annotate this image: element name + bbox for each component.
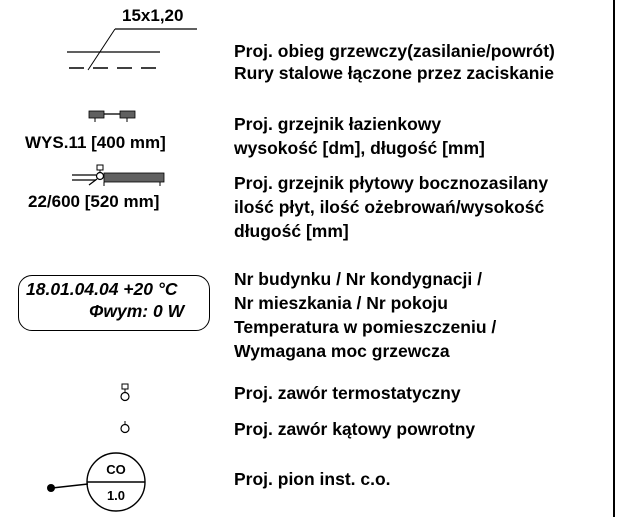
room-tag-description-line4: Wymagana moc grzewcza	[234, 341, 450, 361]
room-tag-description-line3: Temperatura w pomieszczeniu /	[234, 317, 497, 337]
pipe-description-line2: Rury stalowe łączone przez zaciskanie	[234, 63, 554, 83]
thermostatic-valve-description: Proj. zawór termostatyczny	[234, 383, 461, 403]
bathroom-heater-description-line2: wysokość [dm], długość [mm]	[234, 138, 485, 158]
room-tag-line1: 18.01.04.04 +20 °C	[26, 279, 178, 299]
drawing-frame-line	[613, 0, 615, 517]
pipe-description-line1: Proj. obieg grzewczy(zasilanie/powrót)	[234, 41, 555, 61]
room-tag-line2: Φwym: 0 W	[89, 301, 185, 321]
pipe-dimension-label: 15x1,20	[122, 6, 184, 25]
panel-heater-description-line1: Proj. grzejnik płytowy bocznozasilany	[234, 173, 549, 193]
panel-heater-label: 22/600 [520 mm]	[28, 192, 160, 211]
riser-circle-bottom-label: 1.0	[106, 488, 126, 503]
room-tag-description-line2: Nr mieszkania / Nr pokoju	[234, 293, 448, 313]
panel-heater-description-line2: ilość płyt, ilość ożebrowań/wysokość	[234, 197, 545, 217]
riser-circle-top-label: CO	[106, 462, 126, 477]
thermostatic-valve-icon	[120, 383, 130, 402]
bathroom-heater-label: WYS.11 [400 mm]	[25, 133, 166, 152]
room-tag-box	[18, 275, 210, 331]
bathroom-heater-icon	[88, 110, 136, 122]
room-tag-description-line1: Nr budynku / Nr kondygnacji /	[234, 269, 482, 289]
bathroom-heater-description-line1: Proj. grzejnik łazienkowy	[234, 114, 442, 134]
panel-heater-icon	[72, 164, 165, 186]
pipe-symbol-icon	[67, 28, 197, 71]
angle-valve-description: Proj. zawór kątowy powrotny	[234, 419, 476, 439]
panel-heater-description-line3: długość [mm]	[234, 221, 349, 241]
riser-icon	[47, 452, 146, 512]
angle-valve-icon	[120, 421, 130, 434]
riser-description: Proj. pion inst. c.o.	[234, 469, 391, 489]
